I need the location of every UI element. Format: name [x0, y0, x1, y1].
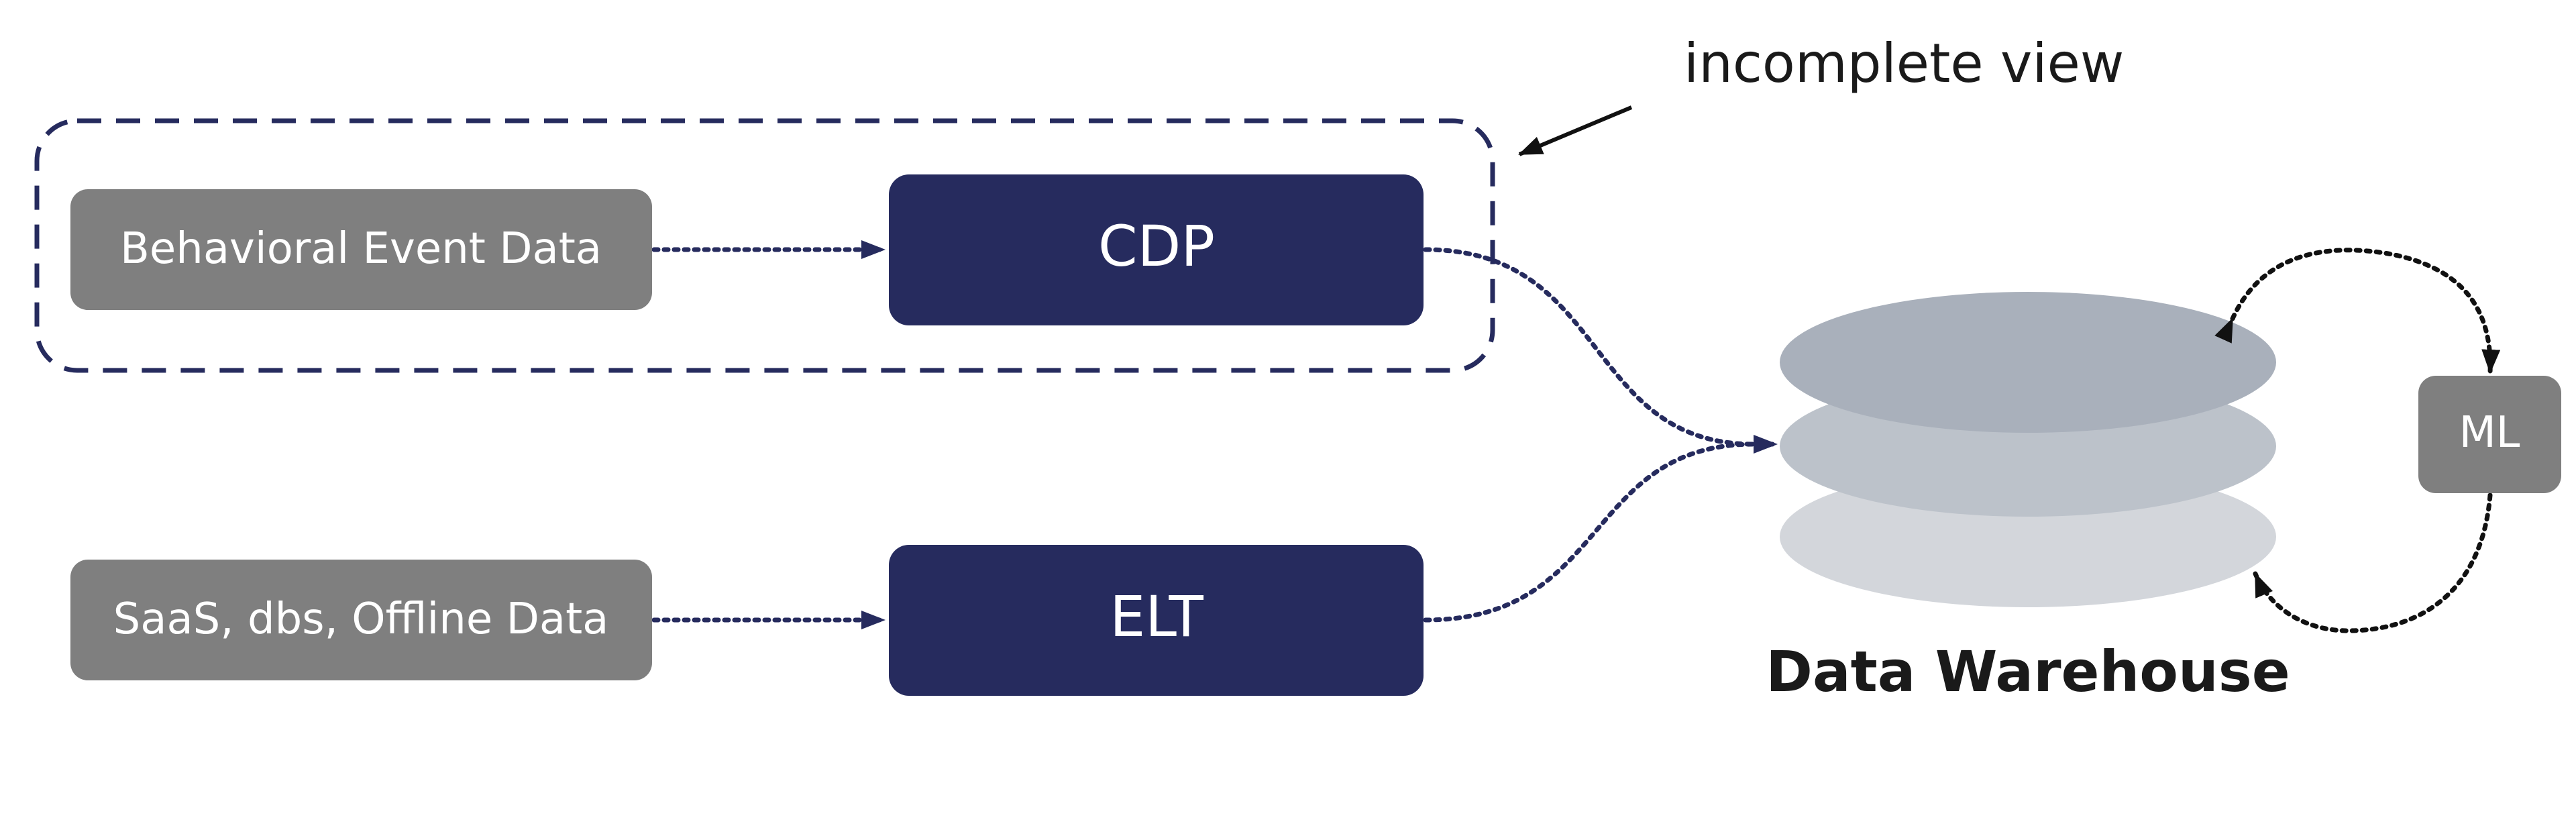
elt-label: ELT [1110, 584, 1203, 650]
elt-box [889, 545, 1424, 696]
annotation-pointer-arrow [1518, 105, 1633, 156]
elt-to-warehouse-connector [1423, 435, 1779, 623]
data-warehouse-stack-icon [1780, 292, 2276, 607]
warehouse-ml-top-connector [2214, 248, 2501, 375]
behavioral-event-data-label: Behavioral Event Data [120, 224, 602, 274]
incomplete-view-annotation: incomplete view [1684, 32, 2124, 95]
saas-dbs-offline-data-label: SaaS, dbs, Offline Data [113, 594, 609, 644]
cdp-label: CDP [1098, 213, 1215, 279]
incomplete-view-group-outline [34, 118, 1495, 373]
data-warehouse-label: Data Warehouse [1766, 639, 2290, 705]
behavioral-event-data-box [70, 189, 652, 310]
ml-label: ML [2459, 408, 2520, 458]
cdp-to-warehouse-connector [1423, 247, 1757, 447]
warehouse-disk-top [1780, 292, 2276, 433]
cdp-box [889, 174, 1424, 325]
saas-dbs-offline-data-box [70, 560, 652, 680]
warehouse-ml-bottom-connector [2253, 471, 2502, 633]
ml-box [2418, 376, 2561, 493]
